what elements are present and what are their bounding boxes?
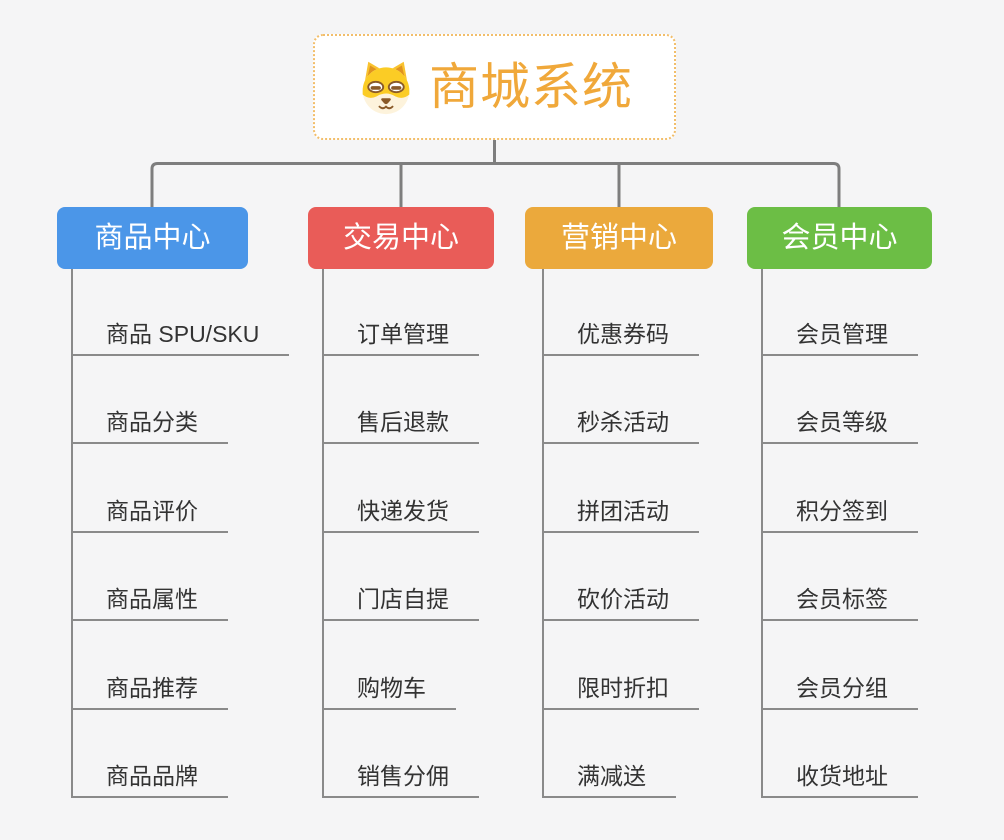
root-node[interactable]: 商城系统: [313, 34, 676, 140]
branch-children: 订单管理 售后退款 快递发货 门店自提 购物车 销售分佣: [322, 269, 479, 798]
leaf-node[interactable]: 优惠券码: [544, 269, 699, 356]
leaf-node[interactable]: 快递发货: [324, 444, 479, 533]
leaf-node[interactable]: 会员等级: [763, 356, 918, 444]
branch-header[interactable]: 营销中心: [525, 207, 713, 269]
branch-label: 会员中心: [781, 221, 898, 254]
leaf-node[interactable]: 会员标签: [763, 533, 918, 621]
branch-header[interactable]: 商品中心: [57, 207, 248, 269]
leaf-node[interactable]: 拼团活动: [544, 444, 699, 533]
leaf-node[interactable]: 商品品牌: [73, 710, 228, 798]
leaf-node[interactable]: 商品 SPU/SKU: [73, 269, 290, 356]
leaf-node[interactable]: 商品推荐: [73, 621, 228, 710]
branch-children: 优惠券码 秒杀活动 拼团活动 砍价活动 限时折扣 满减送: [542, 269, 699, 798]
leaf-node[interactable]: 商品分类: [73, 356, 228, 444]
branch-header[interactable]: 会员中心: [747, 207, 932, 269]
leaf-node[interactable]: 砍价活动: [544, 533, 699, 621]
leaf-node[interactable]: 商品评价: [73, 444, 228, 533]
branch-label: 商品中心: [94, 221, 211, 254]
branch-label: 交易中心: [342, 221, 459, 254]
dog-face-icon: [362, 61, 410, 115]
leaf-node[interactable]: 商品属性: [73, 533, 228, 621]
leaf-node[interactable]: 积分签到: [763, 444, 918, 533]
leaf-node[interactable]: 限时折扣: [544, 621, 699, 710]
leaf-node[interactable]: 满减送: [544, 710, 676, 798]
leaf-node[interactable]: 秒杀活动: [544, 356, 699, 444]
branch-children: 商品 SPU/SKU 商品分类 商品评价 商品属性 商品推荐 商品品牌: [71, 269, 290, 798]
leaf-node[interactable]: 收货地址: [763, 710, 918, 798]
branch-header[interactable]: 交易中心: [308, 207, 494, 269]
leaf-node[interactable]: 销售分佣: [324, 710, 479, 798]
branch-children: 会员管理 会员等级 积分签到 会员标签 会员分组 收货地址: [761, 269, 918, 798]
leaf-node[interactable]: 会员分组: [763, 621, 918, 710]
leaf-node[interactable]: 购物车: [324, 621, 456, 710]
leaf-node[interactable]: 门店自提: [324, 533, 479, 621]
branch-label: 营销中心: [560, 221, 677, 254]
leaf-node[interactable]: 订单管理: [324, 269, 479, 356]
leaf-node[interactable]: 售后退款: [324, 356, 479, 444]
root-title: 商城系统: [429, 59, 633, 115]
leaf-node[interactable]: 会员管理: [763, 269, 918, 356]
